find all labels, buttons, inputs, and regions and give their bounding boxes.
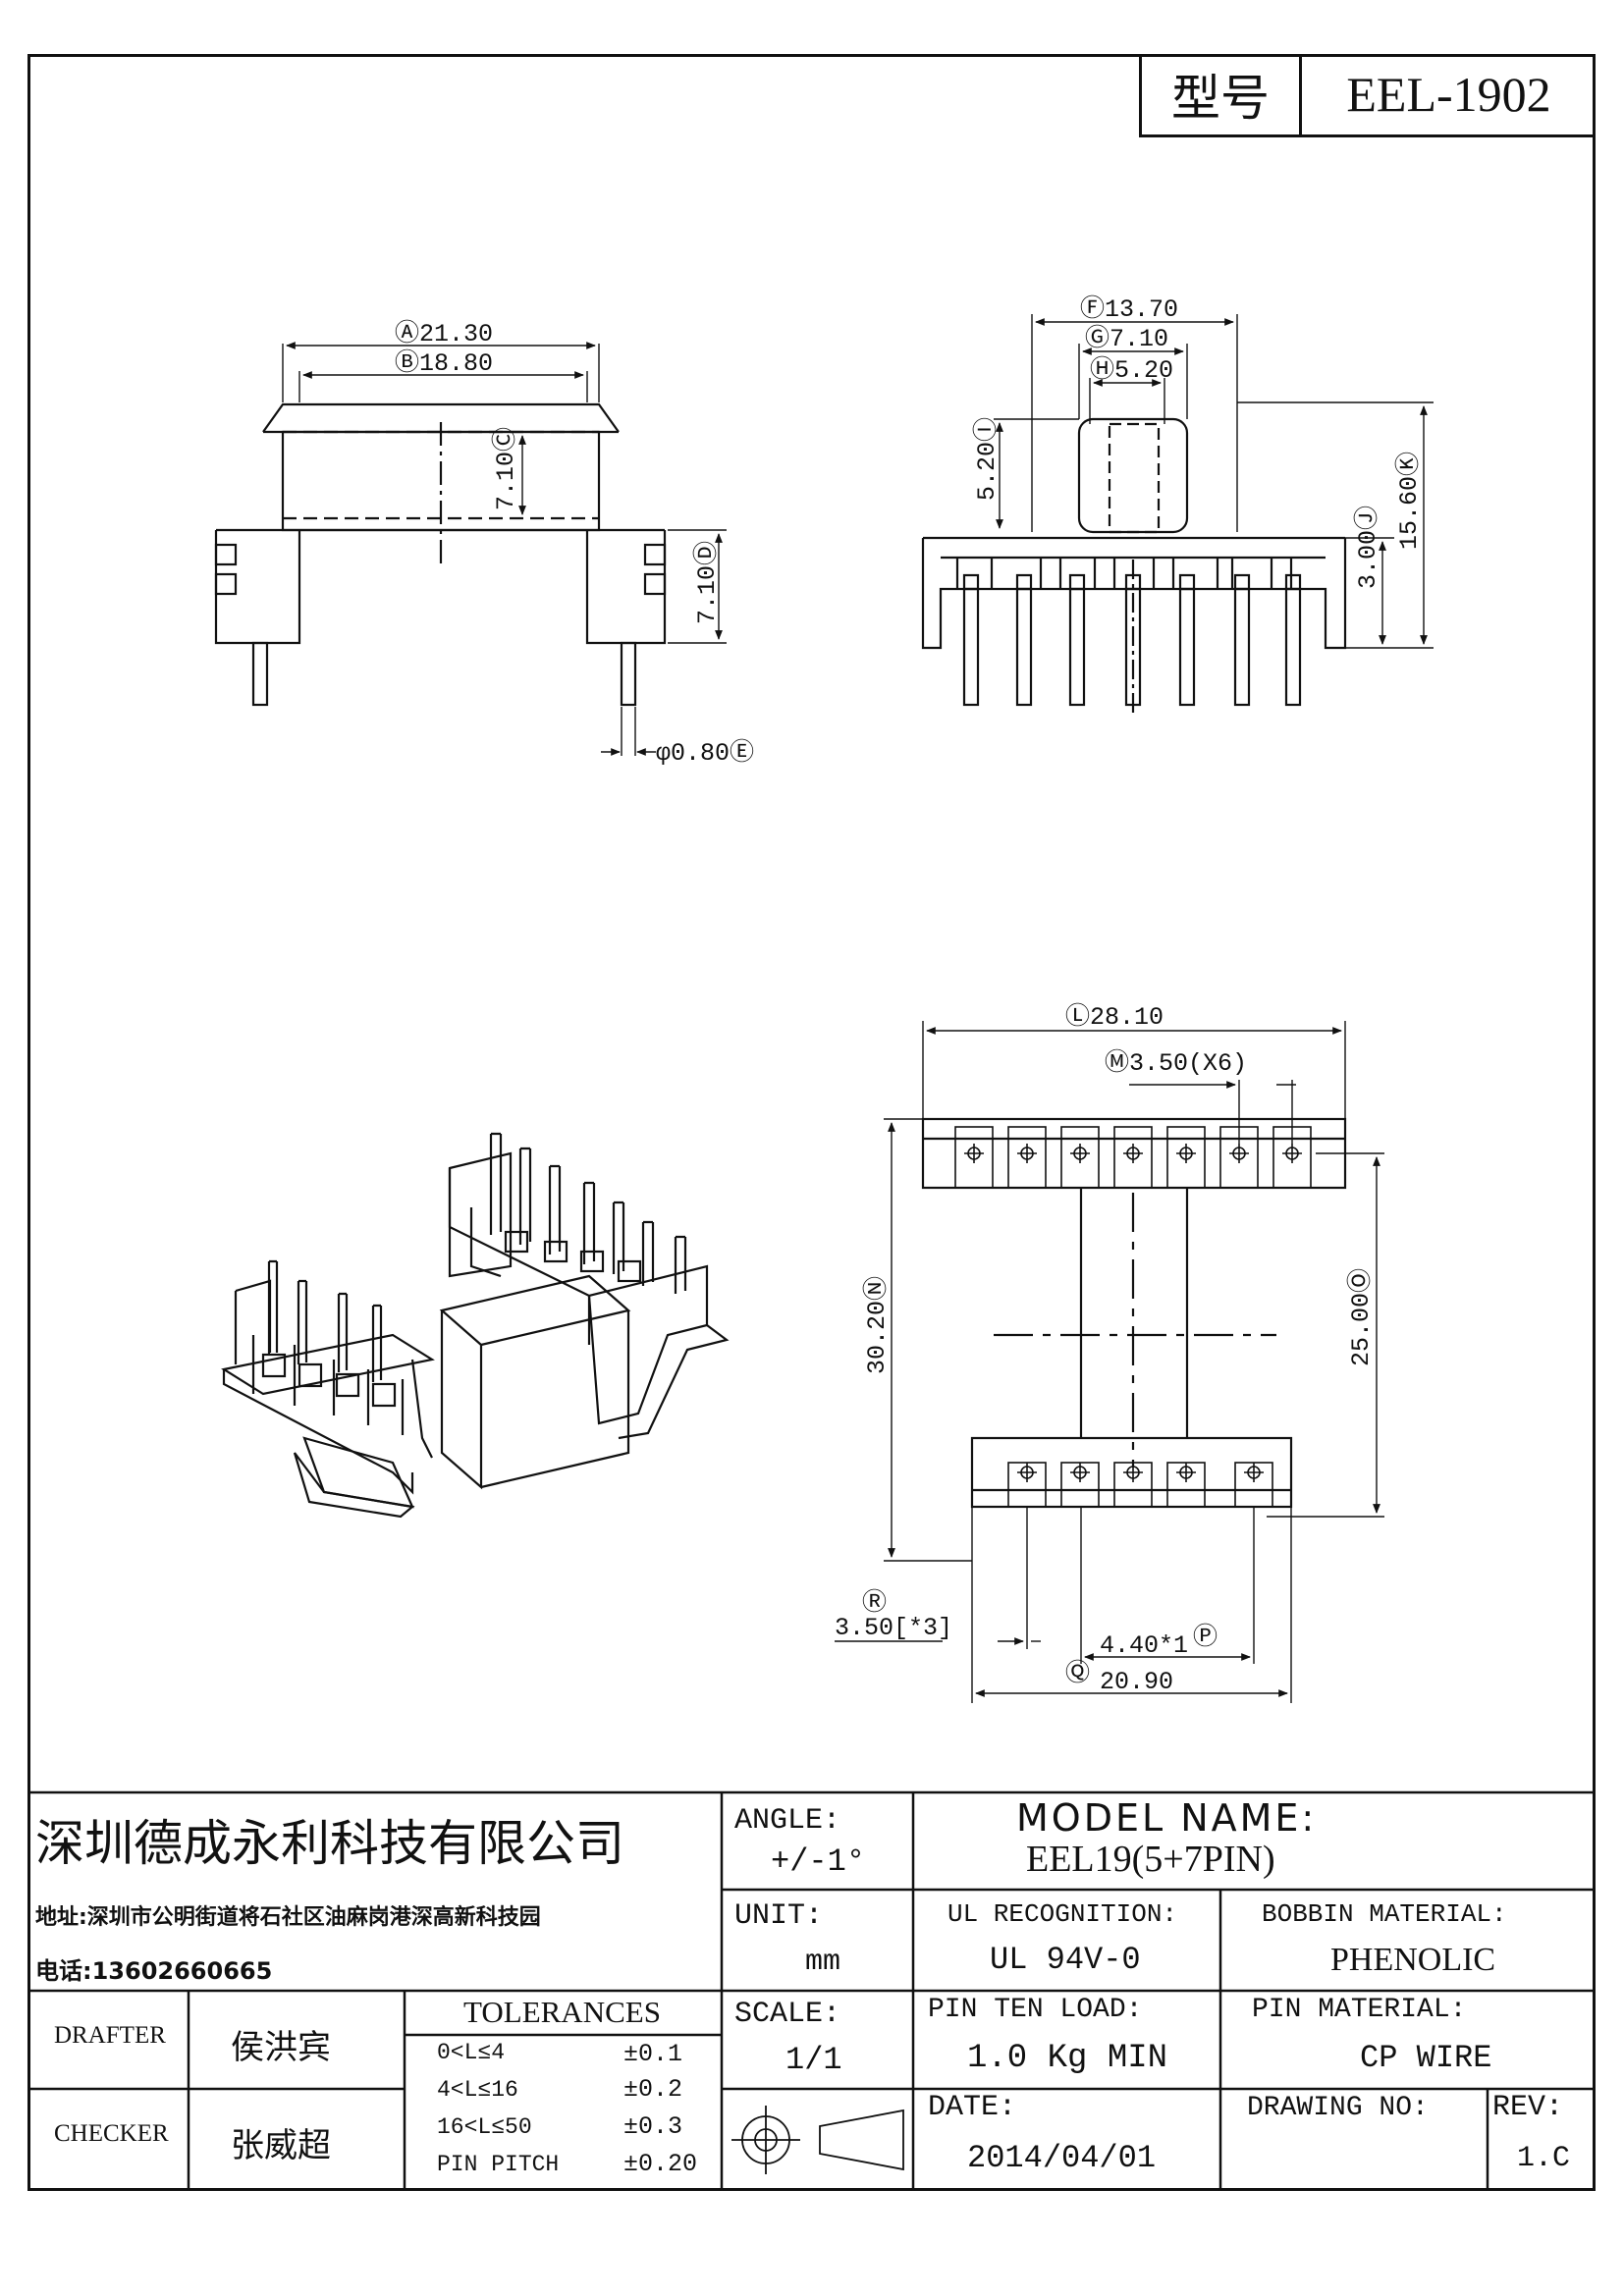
tolerance-range-2: 4<L≤16 [437, 2077, 518, 2103]
pin-material-label: PIN MATERIAL: [1252, 1995, 1467, 2025]
date-label: DATE: [928, 2091, 1017, 2124]
model-number-box: 型号 EEL-1902 [1139, 54, 1596, 137]
company-address: 地址:深圳市公明街道将石社区油麻岗港深高新科技园 [35, 1905, 541, 1930]
tolerance-value-3: ±0.3 [623, 2112, 683, 2141]
rev-label: REV: [1492, 2091, 1564, 2124]
checker-value: 张威超 [231, 2126, 331, 2165]
bobbin-label: BOBBIN MATERIAL: [1262, 1899, 1507, 1929]
bottom-view: Ⓛ28.10 Ⓜ3.50(X6) 30.20Ⓝ 25.00Ⓞ 4.40*1 Ⓟ … [835, 1002, 1384, 1703]
dim-j: 3.00Ⓙ [1353, 506, 1382, 589]
ul-value: UL 94V-0 [990, 1942, 1141, 1978]
bobbin-value: PHENOLIC [1330, 1942, 1496, 1978]
front-view: Ⓐ21.30 Ⓑ18.80 7.10Ⓒ 7.10Ⓓ φ0.80Ⓔ [214, 319, 754, 768]
angle-label: ANGLE: [734, 1804, 841, 1838]
pin-load-label: PIN TEN LOAD: [928, 1995, 1143, 2025]
company-name: 深圳德成永利科技有限公司 [35, 1815, 624, 1872]
dim-c: 7.10Ⓒ [491, 427, 520, 510]
dim-q-value: 20.90 [1100, 1668, 1173, 1696]
side-view: Ⓕ13.70 Ⓖ7.10 Ⓗ5.20 5.20Ⓘ 3.00Ⓙ 15.60Ⓚ [921, 294, 1434, 717]
model-value: EEL-1902 [1346, 67, 1551, 122]
scale-label: SCALE: [734, 1998, 841, 2031]
dim-n: 30.20Ⓝ [862, 1276, 892, 1374]
tolerance-value-2: ±0.2 [623, 2075, 683, 2104]
model-name-label: MODEL NAME: [1016, 1796, 1318, 1840]
dim-l: Ⓛ28.10 [1065, 1002, 1164, 1032]
ul-label: UL RECOGNITION: [947, 1899, 1178, 1929]
dim-o: 25.00Ⓞ [1346, 1268, 1376, 1366]
dim-f: Ⓕ13.70 [1080, 294, 1178, 324]
dim-a: Ⓐ21.30 [395, 319, 493, 348]
dim-r-mark: Ⓡ [862, 1588, 887, 1618]
drawing-no-label: DRAWING NO: [1247, 2093, 1429, 2123]
drafter-value: 侯洪宾 [231, 2028, 331, 2067]
dim-m: Ⓜ3.50(X6) [1105, 1048, 1247, 1078]
pin-load-value: 1.0 Kg MIN [967, 2040, 1168, 2077]
tolerance-value-1: ±0.1 [623, 2040, 683, 2068]
scale-value: 1/1 [785, 2042, 842, 2078]
dim-e: φ0.80Ⓔ [656, 738, 754, 768]
dim-r-value: 3.50[*3] [835, 1614, 952, 1642]
tolerance-range-4: PIN PITCH [437, 2152, 560, 2177]
model-name-value: EEL19(5+7PIN) [1026, 1839, 1275, 1880]
tolerance-range-3: 16<L≤50 [437, 2114, 532, 2140]
pin-material-value: CP WIRE [1360, 2040, 1492, 2076]
isometric-view [221, 1132, 730, 1519]
dim-q-mark: Ⓠ [1065, 1659, 1090, 1688]
tolerance-range-1: 0<L≤4 [437, 2040, 506, 2065]
dim-p-value: 4.40*1 [1100, 1631, 1188, 1660]
unit-value: mm [805, 1946, 841, 1979]
dim-d: 7.10Ⓓ [692, 541, 722, 624]
rev-value: 1.C [1517, 2142, 1571, 2175]
dim-g: Ⓖ7.10 [1085, 324, 1168, 353]
dim-h: Ⓗ5.20 [1090, 355, 1173, 385]
company-phone: 电话:13602660665 [35, 1957, 273, 1985]
dim-k: 15.60Ⓚ [1394, 452, 1424, 550]
angle-value: +/-1° [771, 1843, 866, 1880]
dim-p-mark: Ⓟ [1193, 1623, 1218, 1652]
drawing-border [27, 54, 1596, 2191]
projection-symbol [731, 2106, 904, 2174]
checker-label: CHECKER [54, 2120, 169, 2147]
model-label: 型号 [1142, 54, 1302, 134]
date-value: 2014/04/01 [967, 2140, 1157, 2176]
unit-label: UNIT: [734, 1899, 824, 1933]
dim-i: 5.20Ⓘ [972, 417, 1001, 501]
dim-b: Ⓑ18.80 [395, 348, 493, 378]
tolerances-label: TOLERANCES [463, 1995, 661, 2029]
tolerance-value-4: ±0.20 [623, 2150, 698, 2178]
drafter-label: DRAFTER [54, 2022, 166, 2049]
title-block-grid [27, 1790, 1596, 2191]
